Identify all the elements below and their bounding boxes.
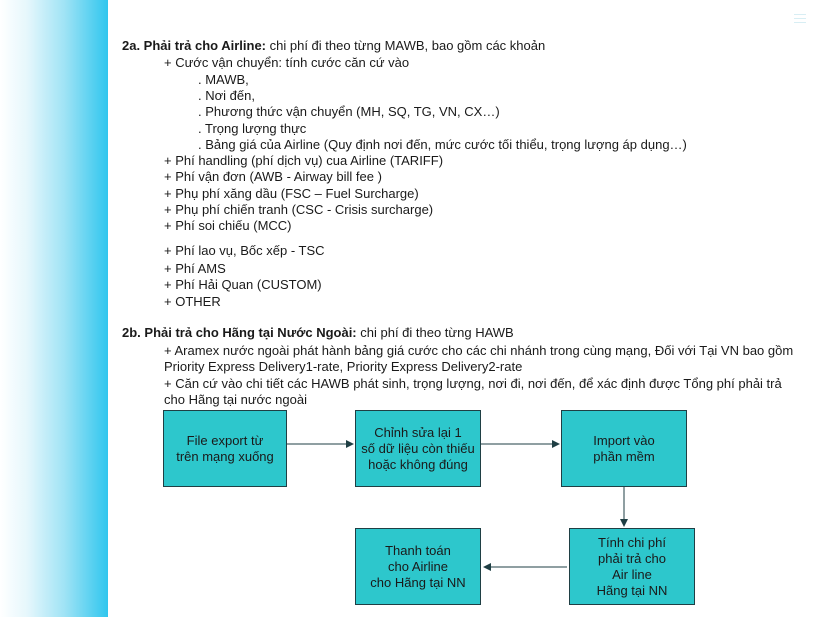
decorative-side-bar: [0, 0, 108, 617]
fee-item: + Phí soi chiếu (MCC): [164, 218, 292, 233]
flow-step-export: File export từ trên mạng xuống: [163, 410, 287, 487]
flow-step-label: File export từ trên mạng xuống: [176, 432, 274, 464]
freight-item: . MAWB,: [198, 72, 249, 87]
section-b-paragraph-1: + Aramex nước ngoài phát hành bảng giá c…: [164, 343, 794, 374]
freight-item: . Phương thức vận chuyển (MH, SQ, TG, VN…: [198, 104, 500, 119]
flow-step-label: Tính chi phí phải trả cho Air line Hãng …: [596, 534, 668, 598]
fee-item: + Phụ phí chiến tranh (CSC - Crisis surc…: [164, 202, 434, 217]
menu-lines-icon: [794, 14, 806, 26]
section-a-title-rest: chi phí đi theo từng MAWB, bao gồm các k…: [266, 38, 546, 53]
fee-item: + Phí Hải Quan (CUSTOM): [164, 277, 322, 292]
flow-step-label: Thanh toán cho Airline cho Hãng tại NN: [370, 542, 466, 590]
flow-step-label: Chỉnh sửa lại 1 số dữ liệu còn thiếu hoặ…: [361, 424, 475, 472]
freight-item: . Nơi đến,: [198, 88, 255, 103]
fee-item: + Phụ phí xăng dầu (FSC – Fuel Surcharge…: [164, 186, 419, 201]
flow-step-edit-data: Chỉnh sửa lại 1 số dữ liệu còn thiếu hoặ…: [355, 410, 481, 487]
section-b-title: 2b. Phải trả cho Hãng tại Nước Ngoài:: [122, 325, 357, 340]
fee-item: + Phí handling (phí dịch vụ) cua Airline…: [164, 153, 444, 168]
section-b-paragraph-2: + Căn cứ vào chi tiết các HAWB phát sinh…: [164, 376, 782, 407]
freight-title: + Cước vận chuyển: tính cước căn cứ vào: [164, 55, 410, 70]
section-b-title-rest: chi phí đi theo từng HAWB: [356, 325, 514, 340]
freight-item: . Trọng lượng thực: [198, 121, 307, 136]
section-a-heading: 2a. Phải trả cho Airline: chi phí đi the…: [122, 38, 545, 54]
fee-item: + Phí vận đơn (AWB - Airway bill fee ): [164, 169, 382, 184]
flow-step-label: Import vào phần mềm: [593, 432, 655, 464]
flow-step-payment: Thanh toán cho Airline cho Hãng tại NN: [355, 528, 481, 605]
fee-item: + OTHER: [164, 294, 221, 309]
freight-item: . Bảng giá của Airline (Quy định nơi đến…: [198, 137, 687, 152]
flow-step-import: Import vào phần mềm: [561, 410, 687, 487]
flow-step-calculate-cost: Tính chi phí phải trả cho Air line Hãng …: [569, 528, 695, 605]
fee-item: + Phí lao vụ, Bốc xếp - TSC: [164, 243, 325, 258]
section-a-title: 2a. Phải trả cho Airline:: [122, 38, 267, 53]
section-b-heading: 2b. Phải trả cho Hãng tại Nước Ngoài: ch…: [122, 325, 514, 341]
fee-item: + Phí AMS: [164, 261, 226, 276]
